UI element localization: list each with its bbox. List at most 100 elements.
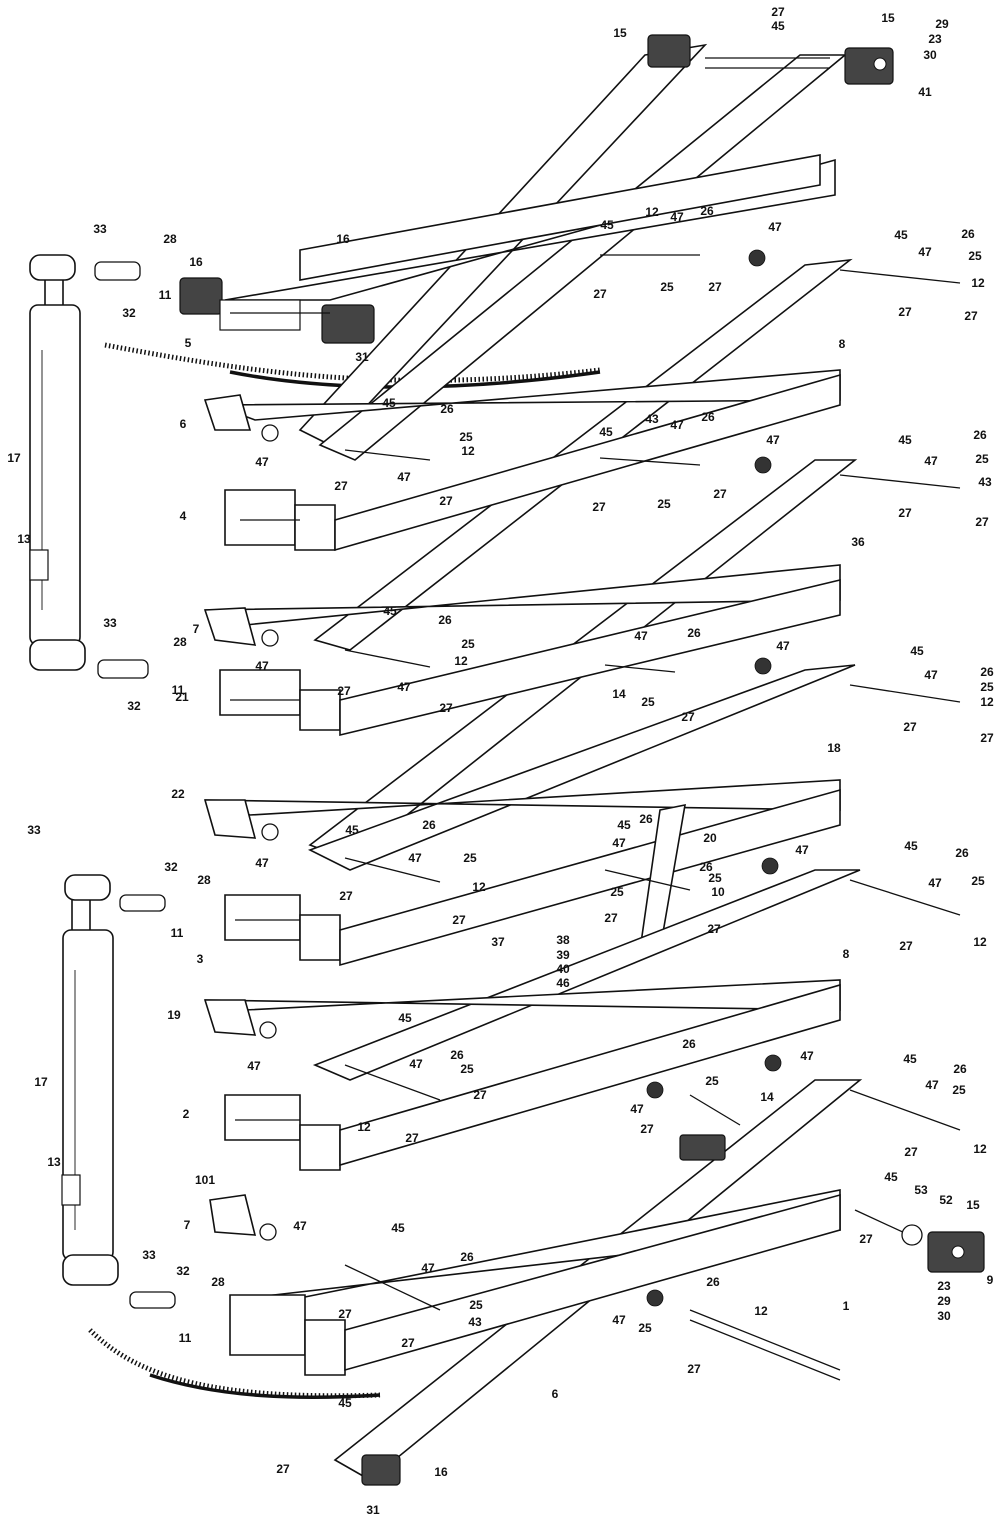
nut-47-a xyxy=(748,249,766,267)
callout: 47 xyxy=(293,1219,307,1233)
callout: 27 xyxy=(899,939,913,953)
callout: 45 xyxy=(617,818,631,832)
callout: 6 xyxy=(552,1387,559,1401)
scissor-level-4 xyxy=(203,258,853,651)
slide-pad-base-16 xyxy=(361,1454,401,1486)
callout: 27 xyxy=(473,1088,487,1102)
crossbar-21 xyxy=(219,669,301,716)
callout: 27 xyxy=(903,720,917,734)
callout: 45 xyxy=(884,1170,898,1184)
pin-row-8r xyxy=(849,1089,961,1131)
callout: 36 xyxy=(851,535,865,549)
callout: 26 xyxy=(973,428,987,442)
cylinder-17-upper xyxy=(29,254,149,679)
callout: 25 xyxy=(952,1083,966,1097)
arm-8-lower xyxy=(312,869,861,1081)
callout: 39 xyxy=(556,948,570,962)
crossbar-2b xyxy=(299,1124,341,1171)
callout: 27 xyxy=(338,1307,352,1321)
callout: 31 xyxy=(355,350,369,364)
bracket-13-upper xyxy=(29,549,49,581)
callout: 29 xyxy=(935,17,949,31)
callout: 26 xyxy=(700,204,714,218)
pin-row-6 xyxy=(344,857,441,883)
callout: 12 xyxy=(454,654,468,668)
callout: 27 xyxy=(975,515,989,529)
callout: 26 xyxy=(460,1250,474,1264)
callout: 47 xyxy=(924,668,938,682)
callout: 26 xyxy=(953,1062,967,1076)
callout: 15 xyxy=(613,26,627,40)
callout: 26 xyxy=(699,860,713,874)
callout: 29 xyxy=(937,1294,951,1308)
callout: 32 xyxy=(176,1264,190,1278)
callout: 28 xyxy=(163,232,177,246)
callout: 47 xyxy=(925,1078,939,1092)
bracket-6 xyxy=(203,394,252,431)
crossbar-4b xyxy=(294,504,336,551)
callout: 12 xyxy=(973,1142,987,1156)
crossbar-2 xyxy=(224,1094,301,1141)
crossbar-3b xyxy=(299,914,341,961)
callout: 30 xyxy=(923,48,937,62)
callout: 27 xyxy=(681,710,695,724)
callout: 45 xyxy=(345,823,359,837)
cylinder-lower-eye xyxy=(64,874,111,901)
pin-row-9 xyxy=(344,1264,441,1311)
callout: 27 xyxy=(604,911,618,925)
callout: 26 xyxy=(639,812,653,826)
callout: 25 xyxy=(463,851,477,865)
arm-18 xyxy=(307,664,856,871)
inner-rail-4 xyxy=(334,373,841,552)
callout: 33 xyxy=(93,222,107,236)
nut-47-b xyxy=(754,456,772,474)
callout: 32 xyxy=(164,860,178,874)
callout: 27 xyxy=(339,889,353,903)
callout: 4 xyxy=(180,509,187,523)
callout: 27 xyxy=(859,1232,873,1246)
callout: 37 xyxy=(491,935,505,949)
callout: 26 xyxy=(682,1037,696,1051)
callout: 43 xyxy=(645,412,659,426)
callout: 45 xyxy=(599,425,613,439)
crossbar-4 xyxy=(224,489,296,546)
callout: 25 xyxy=(641,695,655,709)
nut-47-l3 xyxy=(261,629,279,647)
callout: 17 xyxy=(7,451,21,465)
callout: 25 xyxy=(459,430,473,444)
bracket-7 xyxy=(203,607,257,646)
callout: 53 xyxy=(914,1183,928,1197)
callout: 27 xyxy=(401,1336,415,1350)
callout: 47 xyxy=(768,220,782,234)
callout: 26 xyxy=(701,410,715,424)
callout: 38 xyxy=(556,933,570,947)
slide-pad-left-16 xyxy=(179,277,223,315)
callout: 28 xyxy=(211,1275,225,1289)
top-scissor-assembly xyxy=(179,34,894,461)
callout: 46 xyxy=(556,976,570,990)
callout: 11 xyxy=(179,1331,192,1345)
callout: 7 xyxy=(193,622,200,636)
callout: 47 xyxy=(409,1057,423,1071)
callout: 27 xyxy=(439,494,453,508)
nut-47-f xyxy=(646,1289,664,1307)
inner-rail-2 xyxy=(339,983,841,1167)
callout: 32 xyxy=(127,699,141,713)
callout: 25 xyxy=(971,874,985,888)
callout: 27 xyxy=(405,1131,419,1145)
callout: 45 xyxy=(903,1052,917,1066)
callout: 25 xyxy=(705,1074,719,1088)
inner-rail-21 xyxy=(339,578,841,737)
nut-47-base xyxy=(259,1223,277,1241)
callout: 27 xyxy=(452,913,466,927)
pin-row-2r xyxy=(839,474,961,489)
callout: 40 xyxy=(556,962,570,976)
cylinder-lower-body xyxy=(62,929,114,1261)
callout: 45 xyxy=(382,396,396,410)
nut-47-d xyxy=(761,857,779,875)
callout: 27 xyxy=(980,731,994,745)
slide-pad-top-left xyxy=(647,34,691,68)
callout: 11 xyxy=(171,926,184,940)
callout: 27 xyxy=(707,922,721,936)
